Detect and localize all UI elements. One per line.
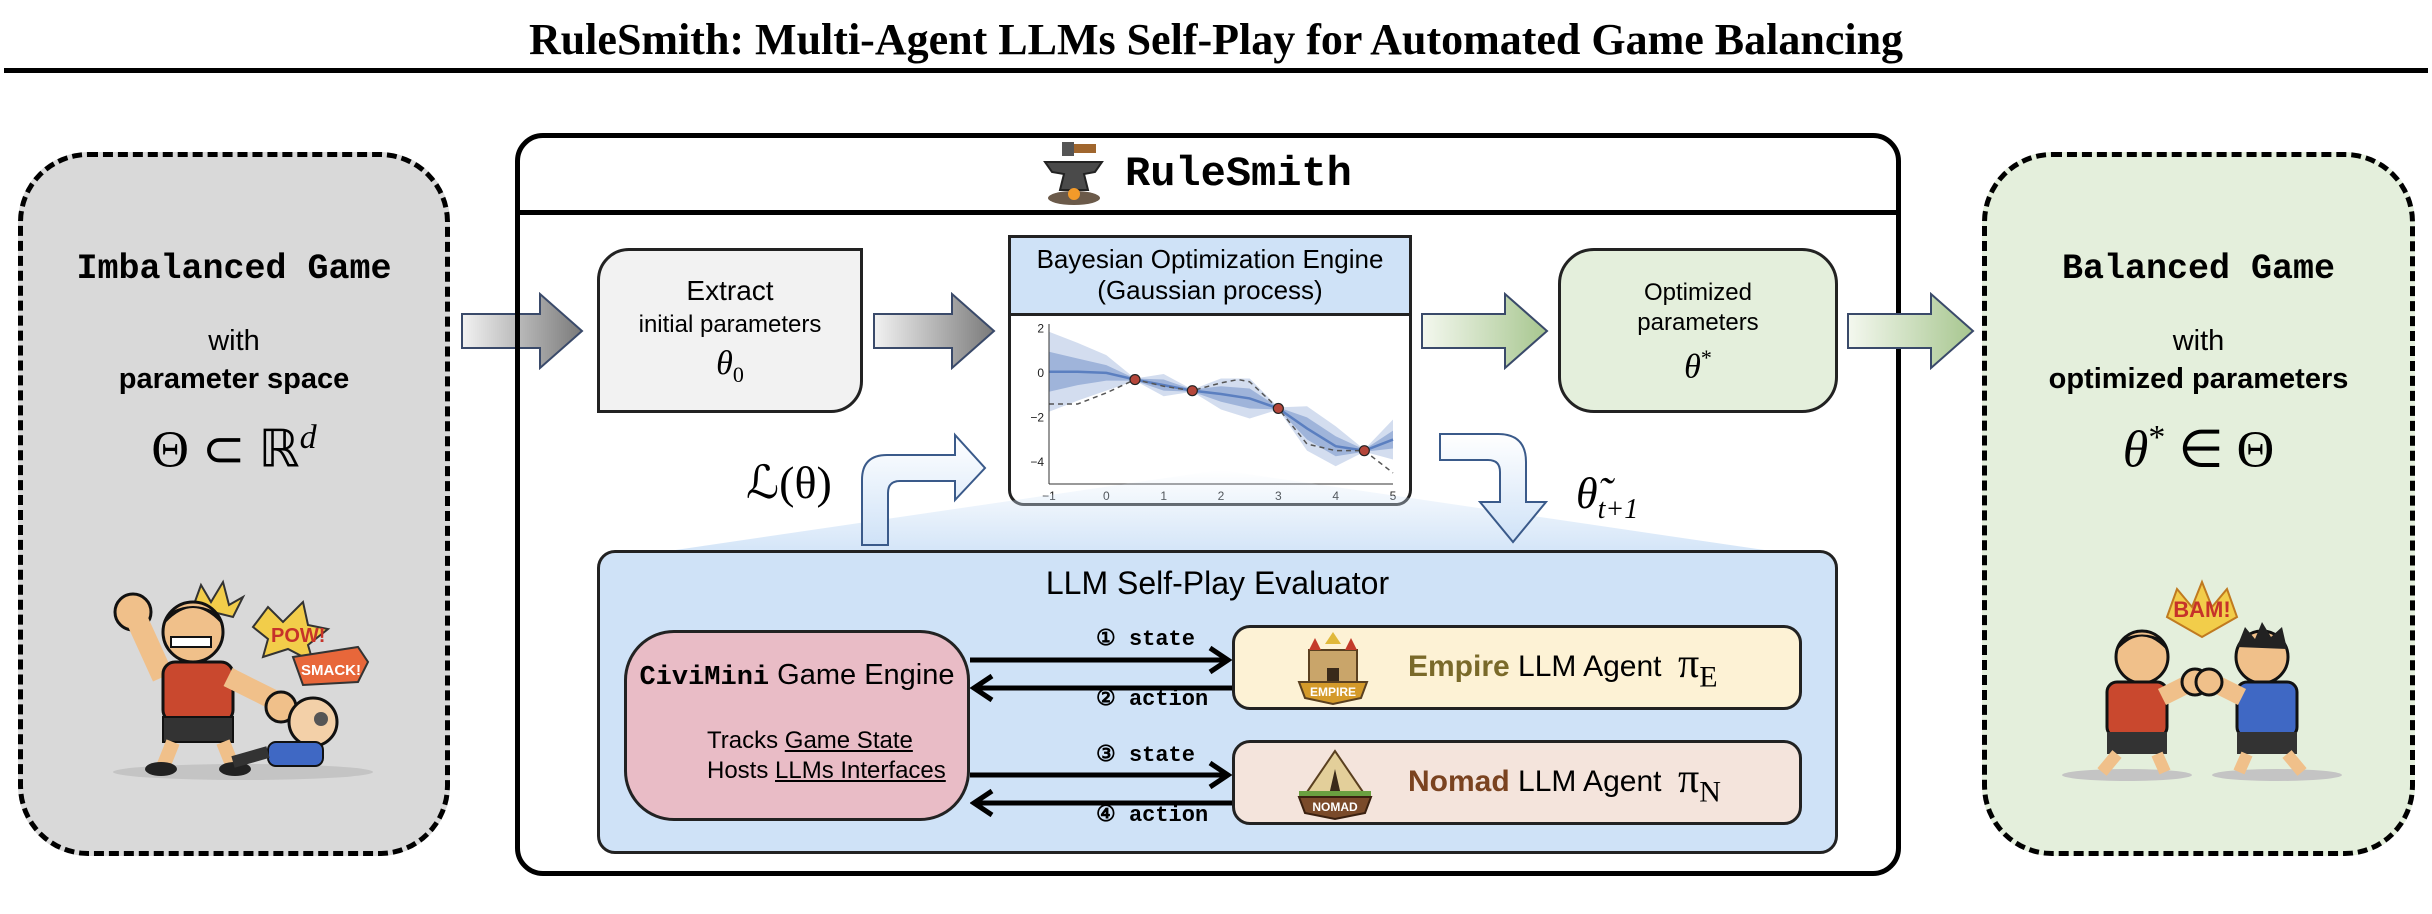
theta-star: θ* [1561,345,1835,386]
loss-label: ℒ(θ) [746,457,832,508]
nomad-llm-agent: NOMAD Nomad LLM Agent πN [1232,740,1802,825]
next-theta-arrow [1439,433,1549,544]
nomad-policy: πN [1678,756,1721,809]
engine-line-2: Hosts LLMs Interfaces [707,757,967,785]
formula-sup: d [299,419,317,456]
civimini-game-engine: CiviMini Game Engine Tracks Game State H… [624,630,970,821]
one-sided-fight-illustration: POW! SMACK! [113,579,373,780]
gp-inner-band [1049,351,1393,457]
gp-y-tick-label: 0 [1037,366,1044,380]
imbalanced-game-heading: Imbalanced Game [76,249,392,289]
empire-policy: πE [1678,641,1718,694]
title-rule [4,68,2428,73]
msg-3-state: ③ state [1096,743,1195,768]
parameter-space-label: parameter space [118,363,350,395]
nomad-faction: Nomad [1408,765,1510,798]
msg-4-action: ④ action [1096,803,1209,828]
engine-name: CiviMini [639,663,770,693]
theta-sub: t+1 [1597,493,1639,525]
figure-title: RuleSmith: Multi-Agent LLMs Self-Play fo… [528,15,1904,64]
empire-castle-icon: EMPIRE [1297,632,1369,706]
theta-zero: θ0 [600,345,860,388]
bo-subtitle: (Gaussian process) [1097,275,1323,305]
framework-header-divider [515,210,1901,215]
balanced-game-heading: Balanced Game [2061,249,2336,289]
anvil-icon [1043,142,1104,205]
optimized-formula: θ* ∈ Θ [2122,419,2275,479]
hosts-text: Hosts [707,757,776,784]
gp-y-tick-label: −4 [1030,455,1044,469]
output-arrow [1847,292,1975,370]
extract-to-bo-arrow [873,292,996,370]
extract-initial-parameters-node: Extract initial parameters θ0 [597,248,863,413]
gp-y-tick-label: −2 [1030,410,1044,424]
engine-name-rest: Game Engine [769,659,955,691]
bo-to-optimized-arrow [1421,292,1549,370]
empire-faction: Empire [1408,650,1510,683]
llm-interfaces-link: LLMs Interfaces [775,757,946,784]
theta-tilde: θ̃ [1576,469,1598,518]
bo-title: Bayesian Optimization Engine [1036,244,1384,274]
tracks-text: Tracks [707,727,785,754]
agent-text: LLM Agent [1509,765,1662,798]
theta-sup: * [1700,345,1712,370]
optimized-parameters-node: Optimized parameters θ* [1558,248,1838,413]
right-with-text: with [2172,325,2225,357]
next-theta-label: θ̃t+1 [1576,468,1638,526]
gp-observation-point [1186,385,1198,397]
left-with-text: with [208,325,260,357]
engine-title: CiviMini Game Engine [627,659,967,693]
empire-badge-text: EMPIRE [1310,685,1356,699]
nomad-badge-text: NOMAD [1312,800,1358,814]
even-fist-bump-illustration: BAM! [2062,579,2342,781]
gp-true-function-line [1049,378,1394,474]
theta-sub: 0 [732,361,744,387]
formula-text: Θ ⊂ ℝ [151,421,300,479]
bo-header: Bayesian Optimization Engine (Gaussian p… [1011,238,1409,316]
extract-label: Extract [686,275,774,306]
empire-llm-agent: EMPIRE Empire LLM Agent πE [1232,625,1802,710]
imbalanced-game-panel: Imbalanced Game with parameter space Θ ⊂… [18,152,450,856]
optimized-parameters-label: optimized parameters [2048,363,2349,395]
pow-sfx: POW! [271,625,325,647]
optimized-label: Optimized [1643,279,1753,306]
framework-name: RuleSmith [1125,150,1352,198]
gp-observation-point [1358,445,1370,457]
gp-mean-line [1049,370,1394,452]
nomad-tent-icon: NOMAD [1297,749,1373,821]
theta-symbol: θ [716,345,733,382]
input-arrow [461,292,584,370]
loss-feedback-arrow [861,432,987,546]
empire-agent-label: Empire LLM Agent [1408,650,1662,684]
gp-observation-point [1129,373,1141,386]
gp-y-tick-label: 2 [1037,321,1044,335]
engine-line-1: Tracks Game State [707,727,967,755]
rulesmith-framework [515,133,1901,876]
msg-1-state: ① state [1096,627,1195,652]
bam-sfx: BAM! [2173,597,2230,622]
agent-text: LLM Agent [1509,650,1662,683]
message-arrows [970,645,1233,818]
parameters-label: parameters [1637,309,1759,336]
evaluator-title: LLM Self-Play Evaluator [1045,565,1390,601]
parameter-space-formula: Θ ⊂ ℝd [23,419,445,479]
initial-parameters-label: initial parameters [638,311,822,338]
balanced-game-panel: Balanced Game with optimized parameters … [1982,152,2415,856]
msg-2-action: ② action [1096,687,1209,712]
gp-observation-point [1272,402,1284,415]
bayesian-optimization-engine-node: Bayesian Optimization Engine (Gaussian p… [1008,235,1412,506]
theta-symbol: θ [1684,348,1701,386]
smack-sfx: SMACK! [301,662,361,679]
nomad-agent-label: Nomad LLM Agent [1408,765,1661,799]
game-state-link: Game State [784,727,913,754]
